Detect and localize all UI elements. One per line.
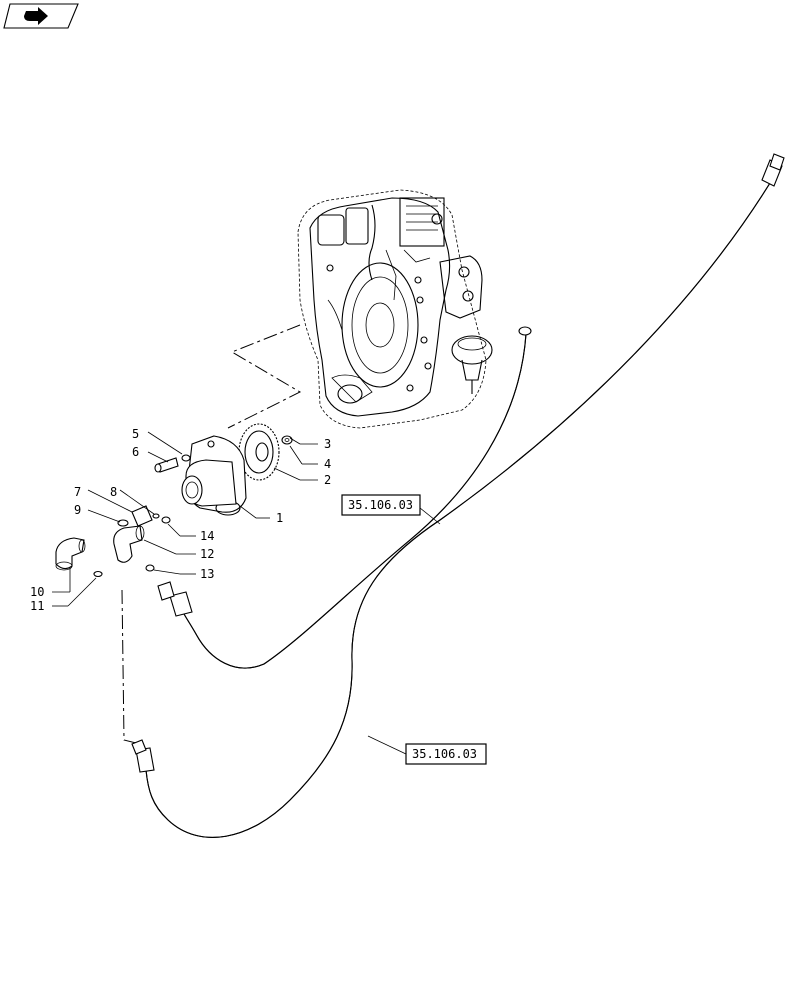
o-ring-11 (93, 570, 103, 578)
reference-label: 35.106.03 (348, 498, 413, 512)
screw-5-6 (154, 454, 191, 473)
callout-8: 8 (110, 485, 117, 499)
reference-label: 35.106.03 (412, 747, 477, 761)
assembly-leader-line (227, 324, 302, 429)
callout-4: 4 (324, 457, 331, 471)
callout-11: 11 (30, 599, 44, 613)
callout-10: 10 (30, 585, 44, 599)
callout-12: 12 (200, 547, 214, 561)
callout-6: 6 (132, 445, 139, 459)
gear (238, 423, 280, 481)
callout-9: 9 (74, 503, 81, 517)
pump-body (181, 435, 247, 516)
callout-3: 3 (324, 437, 331, 451)
next-page-arrow-icon (24, 7, 48, 25)
fitting-7-9 (117, 505, 171, 527)
callout-leaders (52, 431, 441, 755)
hose-short (157, 326, 532, 669)
fitting-leader-line (121, 589, 141, 745)
elbow-10 (55, 537, 86, 571)
reference-link-upper[interactable]: 35.106.03 (341, 494, 421, 516)
callout-5: 5 (132, 427, 139, 441)
next-page-button[interactable] (3, 3, 79, 29)
engine-block-illustration (297, 189, 493, 429)
washer-3-4 (281, 435, 293, 445)
callout-14: 14 (200, 529, 214, 543)
callout-13: 13 (200, 567, 214, 581)
elbow-12 (113, 525, 145, 563)
reference-link-lower[interactable]: 35.106.03 (405, 743, 487, 765)
callout-2: 2 (324, 473, 331, 487)
hose-long (131, 153, 785, 838)
callout-1: 1 (276, 511, 283, 525)
o-ring-13 (145, 564, 155, 572)
callout-7: 7 (74, 485, 81, 499)
